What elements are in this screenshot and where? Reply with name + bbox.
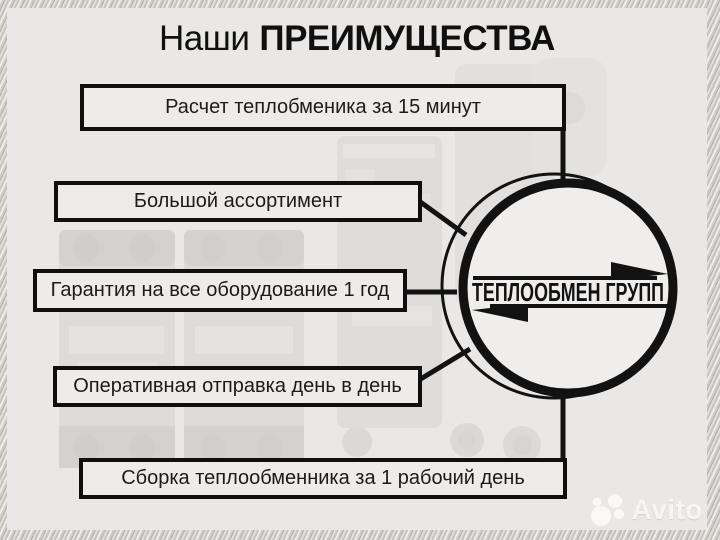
advantage-box-shipping: Оперативная отправка день в день — [53, 366, 422, 407]
advantage-label: Гарантия на все оборудование 1 год — [50, 279, 390, 301]
advantage-box-warranty: Гарантия на все оборудование 1 год — [33, 269, 407, 312]
company-logo-mark: ТЕПЛООБМЕН ГРУПП — [472, 262, 668, 322]
advantage-box-calculation: Расчет теплобменика за 15 минут — [80, 84, 566, 131]
logo-flow-arrow-left-icon — [472, 304, 528, 322]
logo-flow-arrow-right-icon — [611, 262, 668, 280]
avito-brand-text: Avito — [631, 494, 703, 525]
advantage-label: Большой ассортимент — [133, 190, 343, 212]
advantage-box-assortment: Большой ассортимент — [54, 181, 422, 222]
logo-flow-line-top — [473, 276, 657, 280]
advantage-box-assembly: Сборка теплообменника за 1 рабочий день — [79, 458, 567, 499]
background-photo-left — [59, 230, 304, 468]
advantage-label: Расчет теплобменика за 15 минут — [165, 96, 481, 118]
advantage-label: Сборка теплообменника за 1 рабочий день — [121, 467, 525, 489]
title-emphasis: ПРЕИМУЩЕСТВА — [259, 19, 555, 58]
logo-company-name: ТЕПЛООБМЕН ГРУПП — [472, 277, 664, 307]
avito-watermark: Avito — [588, 492, 703, 528]
advantage-label: Оперативная отправка день в день — [73, 375, 402, 397]
company-logo-circle — [458, 178, 678, 398]
logo-flow-line-bottom — [490, 304, 668, 308]
avito-logo-icon — [590, 494, 624, 526]
title-prefix: Наши — [159, 19, 250, 58]
connector-line-shipping — [417, 346, 472, 383]
